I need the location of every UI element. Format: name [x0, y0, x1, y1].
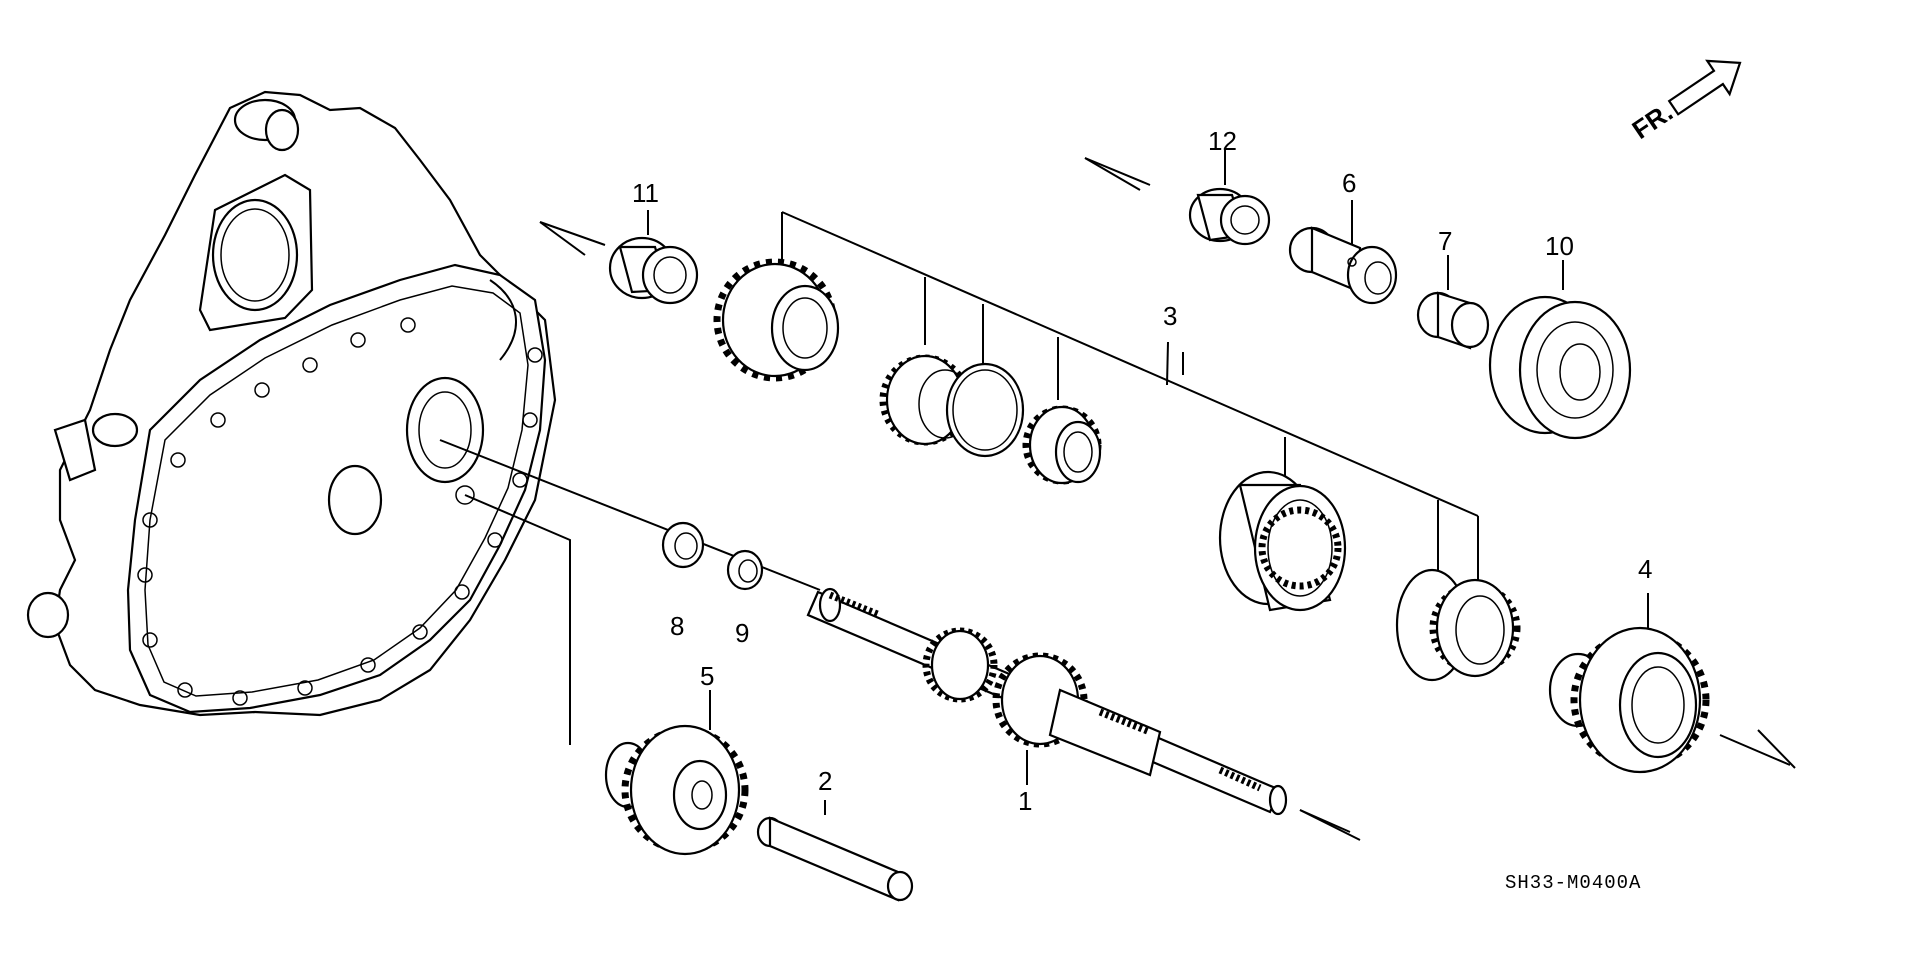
callout-8: 8	[670, 611, 684, 641]
pin-shaft-2	[756, 816, 914, 902]
gear-5	[604, 724, 749, 856]
callout-5: 5	[700, 661, 714, 691]
gear-4	[1548, 626, 1710, 774]
callout-3: 3	[1163, 301, 1177, 331]
callout-12: 12	[1208, 126, 1237, 156]
bushing-7	[1416, 291, 1490, 350]
callout-1: 1	[1018, 786, 1032, 816]
distance-collar-6	[1288, 226, 1398, 305]
ball-bearing-10	[1488, 295, 1632, 440]
front-direction-indicator: FR.	[1627, 59, 1742, 145]
small-gear-assembly-3	[1022, 405, 1102, 485]
mainshaft-1	[806, 587, 1288, 816]
synchro-ring-and-gear	[1395, 568, 1521, 682]
callout-labels: 1 2 3 4 5 6 7 8 9 10 11 12	[632, 126, 1652, 816]
drawing-code: SH33-M0400A	[1505, 872, 1641, 894]
callout-11: 11	[632, 178, 659, 208]
callout-7: 7	[1438, 226, 1452, 256]
transmission-housing	[26, 90, 557, 717]
callout-2: 2	[818, 766, 832, 796]
needle-bearing-12	[1188, 187, 1271, 246]
bolt-holes	[137, 317, 543, 706]
needle-bearing-11	[608, 236, 699, 305]
synchro-ring-pair	[879, 354, 1025, 458]
callout-9: 9	[735, 618, 749, 648]
callout-6: 6	[1342, 168, 1356, 198]
callout-4: 4	[1638, 554, 1652, 584]
thrust-washer-8	[661, 521, 705, 569]
synchro-sleeve	[1218, 470, 1347, 612]
thrust-washer-9	[726, 549, 764, 591]
callout-10: 10	[1545, 231, 1574, 261]
gear-assembly-3-first	[713, 258, 840, 382]
